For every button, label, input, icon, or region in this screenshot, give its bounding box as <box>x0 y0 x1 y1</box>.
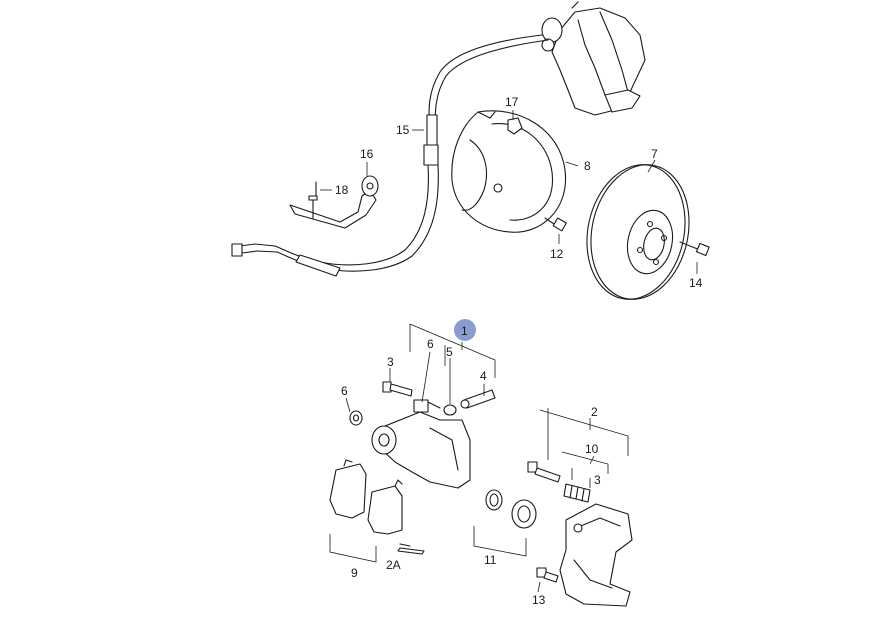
callout-7: 7 <box>651 147 658 161</box>
guide-bolt-right <box>527 461 561 483</box>
callout-14: 14 <box>689 276 703 290</box>
group-bracket-2 <box>539 408 629 488</box>
callout-2a: 2A <box>386 558 401 572</box>
pad-spring <box>397 547 425 555</box>
callout-5: 5 <box>446 345 453 359</box>
caliper-carrier <box>559 503 633 607</box>
brake-caliper <box>371 399 471 489</box>
guide-bolt <box>382 381 413 397</box>
callout-13: 13 <box>532 593 546 607</box>
callout-6-top: 6 <box>427 337 434 351</box>
callout-8: 8 <box>584 159 591 173</box>
brake-pad-left <box>329 459 367 519</box>
callout-15: 15 <box>396 123 410 137</box>
callout-3-right: 3 <box>594 473 601 487</box>
steering-knuckle <box>541 1 646 116</box>
callout-labels: 1 2 2A 3 3 4 5 6 6 7 8 9 10 11 12 13 14 … <box>335 95 703 607</box>
cap <box>443 404 457 416</box>
shield-bolt <box>544 217 567 232</box>
callout-18: 18 <box>335 183 349 197</box>
callout-3-left: 3 <box>387 355 394 369</box>
hose-bracket <box>289 175 379 229</box>
brake-pad-right <box>367 479 403 535</box>
disc-bolt <box>679 241 710 257</box>
callout-9: 9 <box>351 566 358 580</box>
bushing <box>349 410 363 426</box>
group-bracket-9 <box>329 534 377 563</box>
clip <box>507 117 523 135</box>
callout-4: 4 <box>480 369 487 383</box>
group-bracket-1 <box>409 323 496 378</box>
guide-sleeve-right <box>563 483 591 503</box>
piston-seal <box>485 489 503 511</box>
dust-boot <box>511 499 537 529</box>
callout-10: 10 <box>585 442 599 456</box>
brake-disc <box>586 164 690 300</box>
callout-2: 2 <box>591 405 598 419</box>
callout-11: 11 <box>484 553 497 567</box>
leader-lines <box>320 110 698 593</box>
highlight-marker <box>454 319 476 341</box>
brake-hose <box>231 34 549 277</box>
guide-sleeve <box>460 389 496 409</box>
callout-12: 12 <box>550 247 564 261</box>
carrier-bolt <box>536 567 559 583</box>
callout-17: 17 <box>505 95 519 109</box>
callout-16: 16 <box>360 147 374 161</box>
group-bracket-11 <box>473 526 527 557</box>
callout-6-left: 6 <box>341 384 348 398</box>
callout-1: 1 <box>461 324 468 338</box>
